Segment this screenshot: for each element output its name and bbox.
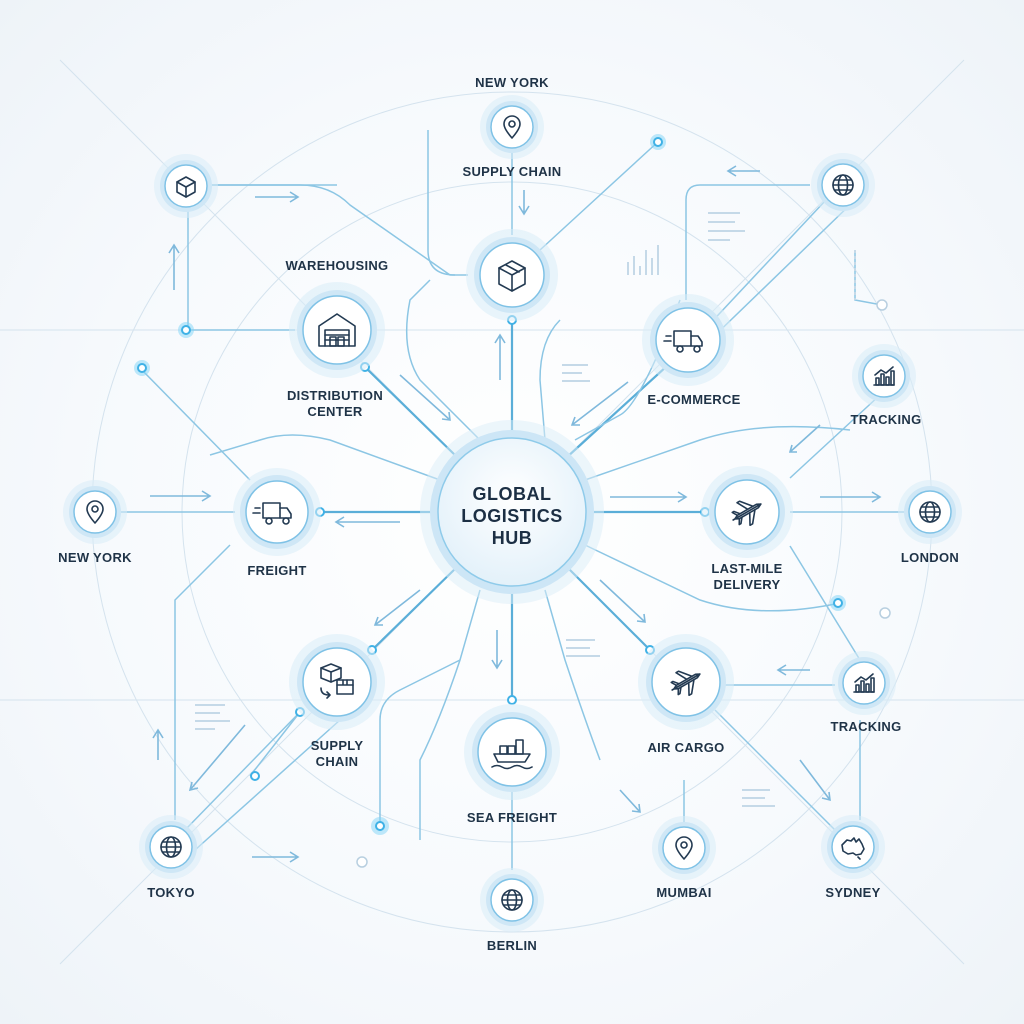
sydney-node[interactable]: SYDNEY (821, 815, 885, 900)
last-mile-delivery-node[interactable]: LAST-MILE DELIVERY (701, 466, 793, 592)
sydney-label: SYDNEY (825, 885, 880, 900)
distribution-center-label-1: DISTRIBUTION (287, 388, 383, 403)
new-york-top-label: NEW YORK (475, 75, 549, 90)
supply-chain-lower-label-1: SUPPLY (311, 738, 364, 753)
warehouse-node[interactable]: WAREHOUSING DISTRIBUTION CENTER (286, 258, 389, 419)
box-node[interactable] (154, 154, 218, 218)
e-commerce-node[interactable]: E-COMMERCE (642, 294, 741, 407)
freight-label: FREIGHT (247, 563, 306, 578)
london-label: LONDON (901, 550, 959, 565)
new-york-left-label: NEW YORK (58, 550, 132, 565)
airplane-icon (670, 670, 701, 697)
hub-label-line-2: LOGISTICS (461, 506, 563, 526)
mumbai-label: MUMBAI (656, 885, 711, 900)
delivery-truck-icon (663, 330, 703, 353)
sea-freight-node[interactable]: SEA FREIGHT (464, 704, 560, 825)
london-node[interactable]: LONDON (898, 480, 962, 565)
hub-label-line-3: HUB (492, 528, 533, 548)
location-pin-icon (675, 836, 693, 860)
box-icon (176, 176, 196, 198)
tokyo-node[interactable]: TOKYO (139, 815, 203, 900)
tracking-top-node[interactable]: TRACKING (850, 344, 921, 427)
distribution-center-label-2: CENTER (307, 404, 363, 419)
berlin-label: BERLIN (487, 938, 537, 953)
supply-chain-lower-label-2: CHAIN (316, 754, 359, 769)
bar-chart-icon (873, 366, 895, 386)
air-cargo-node[interactable]: AIR CARGO (638, 634, 734, 755)
location-pin-icon (503, 115, 521, 139)
cargo-ship-icon (491, 739, 533, 770)
last-mile-label-1: LAST-MILE (711, 561, 782, 576)
decorative-mini-charts (195, 212, 856, 807)
australia-map-icon (841, 837, 865, 860)
connection-lines (95, 130, 905, 870)
globe-icon (919, 501, 941, 523)
bar-chart-icon (853, 673, 875, 693)
tokyo-label: TOKYO (147, 885, 195, 900)
warehousing-label: WAREHOUSING (286, 258, 389, 273)
supply-chain-top-label: SUPPLY CHAIN (463, 164, 562, 179)
package-node[interactable] (466, 229, 558, 321)
e-commerce-label: E-COMMERCE (647, 392, 740, 407)
mumbai-node[interactable]: MUMBAI (652, 816, 716, 900)
tracking-lower-label: TRACKING (830, 719, 901, 734)
globe-icon (160, 836, 182, 858)
package-icon (498, 260, 526, 292)
hub-label-line-1: GLOBAL (473, 484, 552, 504)
new-york-top-node[interactable]: NEW YORK SUPPLY CHAIN (463, 75, 562, 179)
freight-truck-icon (252, 502, 292, 525)
globe-icon (501, 889, 523, 911)
location-pin-icon (86, 500, 104, 524)
new-york-left-node[interactable]: NEW YORK (58, 480, 132, 565)
boxes-exchange-icon (320, 663, 354, 699)
tracking-lower-node[interactable]: TRACKING (830, 651, 901, 734)
supply-chain-lower-node[interactable]: SUPPLY CHAIN (289, 634, 385, 769)
tracking-top-label: TRACKING (850, 412, 921, 427)
warehouse-icon (318, 313, 356, 347)
global-logistics-hub-node[interactable]: GLOBAL LOGISTICS HUB (420, 420, 604, 604)
airplane-icon (731, 500, 762, 527)
last-mile-label-2: DELIVERY (714, 577, 781, 592)
air-cargo-label: AIR CARGO (647, 740, 724, 755)
berlin-node[interactable]: BERLIN (480, 868, 544, 953)
freight-node[interactable]: FREIGHT (233, 468, 321, 578)
globe-top-right-node[interactable] (811, 153, 875, 217)
flow-arrows (150, 165, 882, 863)
globe-icon (832, 174, 854, 196)
sea-freight-label: SEA FREIGHT (467, 810, 557, 825)
